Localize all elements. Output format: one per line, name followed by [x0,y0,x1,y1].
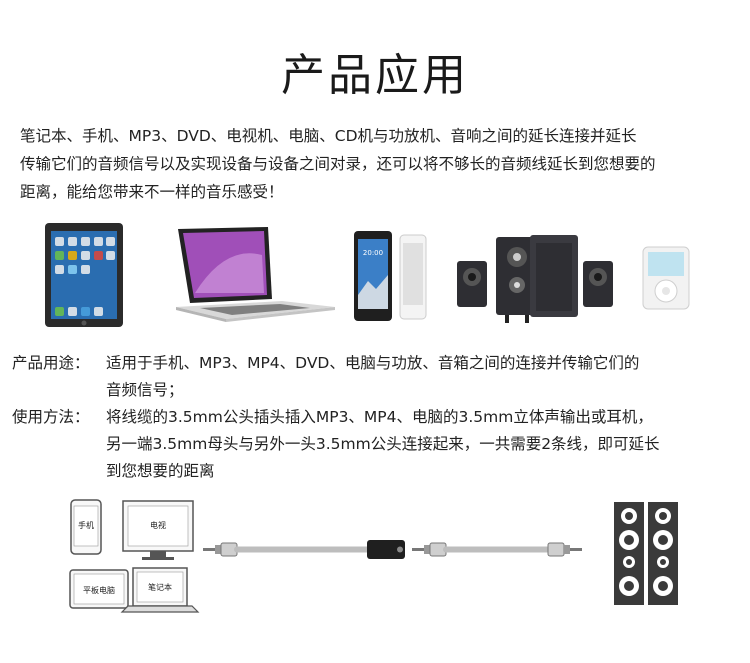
purpose-line: 适用于手机、MP3、MP4、DVD、电脑与功放、音箱之间的连接并传输它们的 [106,354,640,372]
method-label: 使用方法： [12,408,90,426]
phone-time: 20:00 [363,249,383,257]
extension-cable [203,540,405,559]
audio-cable [412,542,582,557]
method-line: 将线缆的3.5mm公头插头插入MP3、MP4、电脑的3.5mm立体声输出或耳机， [106,408,653,426]
intro-line: 距离，能给您带来不一样的音乐感受！ [20,183,284,201]
connection-diagram: 手机 电视 平板电脑 笔记本 [69,499,678,613]
speaker-system-image [457,235,613,323]
tablet-image [45,223,123,327]
phone-label: 手机 [78,520,94,530]
laptop-image [176,227,335,322]
method-line: 另一端3.5mm母头与另外一头3.5mm公头连接起来，一共需要2条线，即可延长 [106,435,660,453]
diagram-phone: 手机 [70,499,102,555]
method-line: 到您想要的距离 [106,462,215,480]
diagram-laptop: 笔记本 [120,567,200,613]
intro-text: 笔记本、手机、MP3、DVD、电视机、电脑、CD机与功放机、音响之间的延长连接并… [20,122,732,206]
mp3-player-image [642,246,690,310]
tablet-label: 平板电脑 [83,585,115,595]
diagram-tv: 电视 [122,500,194,560]
page-title: 产品应用 [281,50,469,101]
diagram-tablet: 平板电脑 [69,569,129,609]
intro-line: 笔记本、手机、MP3、DVD、电视机、电脑、CD机与功放机、音响之间的延长连接并… [20,127,637,145]
device-photos: 20:00 [45,223,690,327]
purpose-line: 音频信号； [106,381,184,399]
purpose-row: 产品用途： 适用于手机、MP3、MP4、DVD、电脑与功放、音箱之间的连接并传输… [12,350,737,404]
diagram-speakers [614,502,678,605]
method-row: 使用方法： 将线缆的3.5mm公头插头插入MP3、MP4、电脑的3.5mm立体声… [12,404,737,485]
laptop-label: 笔记本 [148,582,172,592]
tv-label: 电视 [150,520,166,530]
usage-section: 产品用途： 适用于手机、MP3、MP4、DVD、电脑与功放、音箱之间的连接并传输… [12,350,737,485]
purpose-label: 产品用途： [12,354,90,372]
smartphones-image: 20:00 [354,231,427,321]
intro-line: 传输它们的音频信号以及实现设备与设备之间对录，还可以将不够长的音频线延长到您想要… [20,155,656,173]
